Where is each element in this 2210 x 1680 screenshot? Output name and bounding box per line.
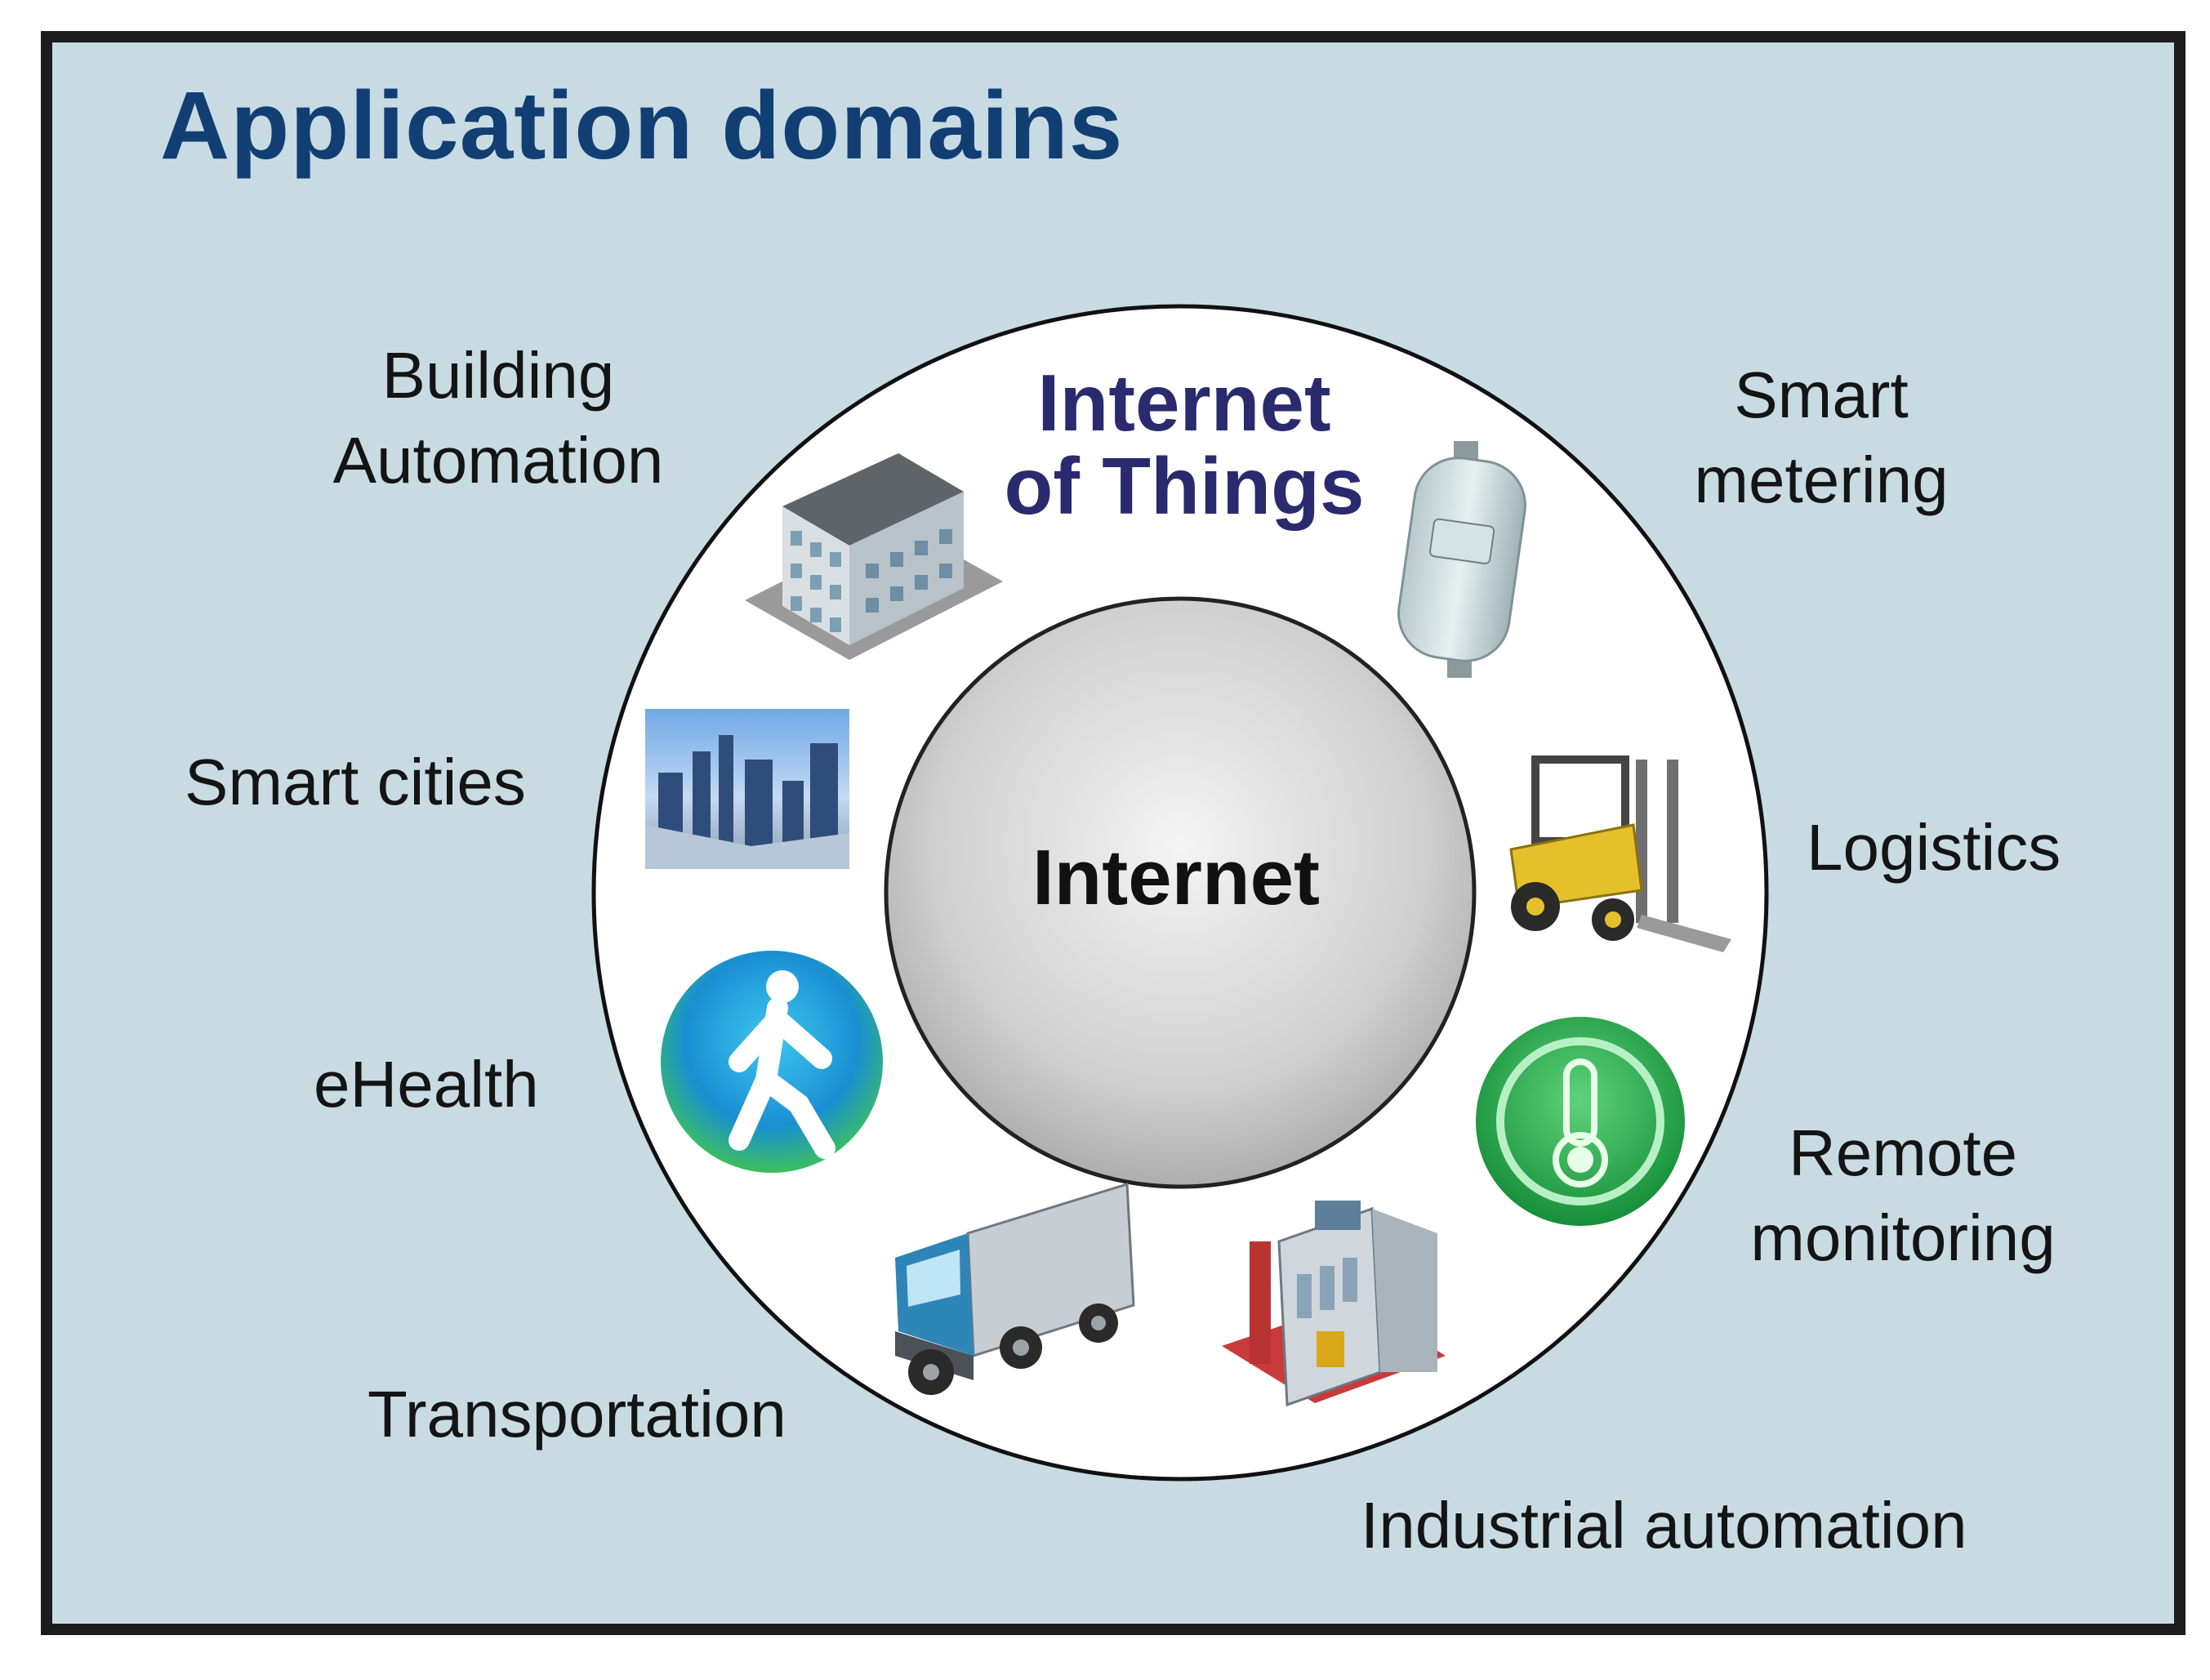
label-ehealth: eHealth — [314, 1048, 539, 1121]
label-remote-monitoring-line1: Remote — [1788, 1116, 2018, 1189]
label-building-automation-line1: Building — [381, 339, 615, 412]
iot-title-line2: of Things — [1004, 441, 1365, 531]
forklift-icon — [1509, 755, 1731, 952]
label-remote-monitoring: Remote monitoring — [1715, 1111, 2091, 1281]
internet-core — [884, 596, 1477, 1189]
smart-meter-icon — [1397, 441, 1526, 678]
label-remote-monitoring-line2: monitoring — [1750, 1201, 2056, 1274]
thermometer-icon — [1476, 1017, 1685, 1226]
label-building-automation-line2: Automation — [332, 424, 664, 497]
label-smart-metering: Smart metering — [1666, 353, 1976, 523]
internet-core-label: Internet — [1031, 834, 1321, 921]
page-title: Application domains — [160, 72, 1124, 180]
label-industrial-automation: Industrial automation — [1361, 1489, 1967, 1562]
label-transportation: Transportation — [368, 1378, 786, 1451]
city-photo-icon — [645, 709, 849, 869]
label-smart-metering-line1: Smart — [1734, 359, 1909, 431]
walking-person-icon — [661, 951, 883, 1173]
label-smart-cities: Smart cities — [185, 746, 526, 818]
label-building-automation: Building Automation — [310, 333, 686, 503]
label-smart-metering-line2: metering — [1694, 443, 1949, 516]
iot-title: Internet of Things — [996, 361, 1372, 528]
building-icon — [745, 453, 1003, 660]
iot-title-line1: Internet — [1037, 358, 1331, 448]
truck-icon — [895, 1183, 1135, 1395]
label-logistics: Logistics — [1807, 811, 2061, 884]
factory-icon — [1222, 1201, 1446, 1407]
